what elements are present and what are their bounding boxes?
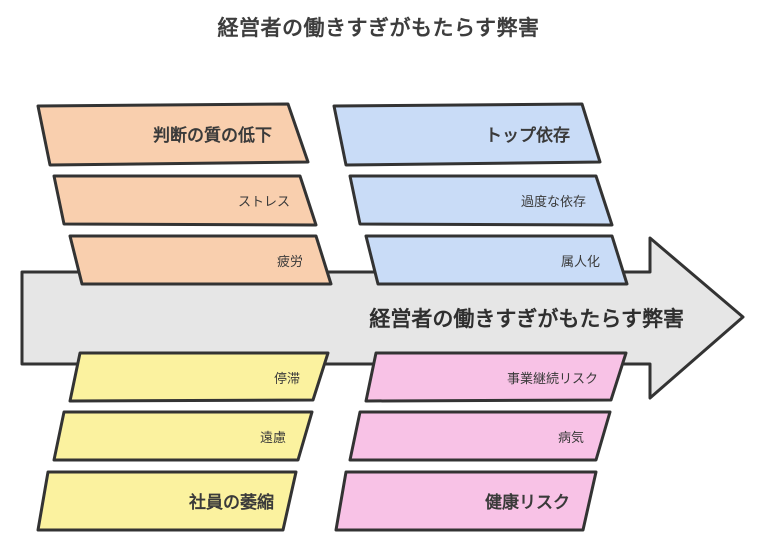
branch-category-box: [36, 470, 298, 532]
spine-label: 経営者の働きすぎがもたらす弊害: [369, 307, 684, 331]
branch-item-box: [348, 174, 614, 227]
item-label: 停滞: [274, 371, 300, 387]
branch-category-box: [334, 470, 598, 532]
branch-top-dependency: トップ依存 過度な依存 属人化: [332, 102, 629, 286]
branch-item-box: [364, 351, 628, 403]
branch-item-box: [68, 234, 333, 286]
branch-item-box: [52, 410, 314, 462]
branch-health-risk: 事業継続リスク 病気 健康リスク: [334, 351, 628, 532]
item-label: 疲労: [277, 254, 303, 270]
branch-item-box: [52, 174, 318, 227]
category-label: トップ依存: [485, 125, 570, 146]
category-label: 社員の萎縮: [188, 492, 274, 513]
branch-item-box: [68, 351, 330, 403]
branch-item-box: [364, 234, 629, 286]
item-label: ストレス: [238, 195, 290, 210]
branch-employee-intimidation: 停滞 遠慮 社員の萎縮: [36, 351, 330, 532]
branch-judgment-quality-decline: 判断の質の低下 ストレス 疲労: [36, 102, 333, 286]
item-label: 過度な依存: [521, 194, 586, 210]
branch-category-box: [36, 102, 310, 167]
item-label: 事業継続リスク: [507, 371, 598, 387]
category-label: 健康リスク: [485, 492, 570, 513]
item-label: 遠慮: [260, 431, 286, 446]
diagram-title: 経営者の働きすぎがもたらす弊害: [217, 16, 540, 40]
item-label: 属人化: [561, 255, 600, 270]
item-label: 病気: [558, 430, 584, 446]
category-label: 判断の質の低下: [153, 125, 272, 146]
branch-category-box: [332, 102, 602, 167]
branch-item-box: [348, 410, 612, 462]
